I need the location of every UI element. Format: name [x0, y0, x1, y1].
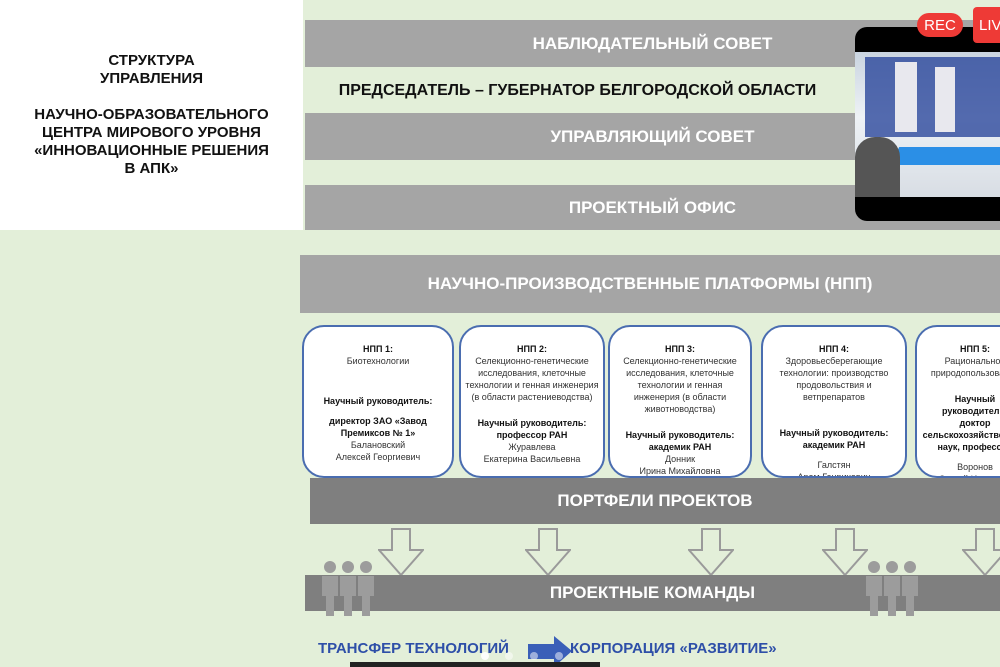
chairman-text: ПРЕДСЕДАТЕЛЬ – ГУБЕРНАТОР БЕЛГОРОДСКОЙ О… [338, 81, 817, 99]
arrow-down-icon [822, 528, 868, 576]
arrow-down-icon [688, 528, 734, 576]
platforms-bar: НАУЧНО-ПРОИЗВОДСТВЕННЫЕ ПЛАТФОРМЫ (НПП) [300, 255, 1000, 313]
card-title: НПП 3: [665, 344, 695, 354]
card-role-label: Научный руководитель: [477, 418, 587, 428]
arrow-down-icon [525, 528, 571, 576]
title-line: «ИННОВАЦИОННЫЕ РЕШЕНИЯ [34, 142, 269, 159]
portfolios-bar: ПОРТФЕЛИ ПРОЕКТОВ [310, 478, 1000, 524]
carousel-dot[interactable] [481, 652, 489, 660]
rec-badge: REC [917, 13, 963, 37]
carousel-dot[interactable] [555, 652, 563, 660]
card-role-label: Научный руководитель: [942, 394, 1000, 416]
card-role: доктор сельскохозяйственных наук, профес… [922, 418, 1000, 452]
card-role-label: Научный руководитель: [779, 428, 889, 438]
people-icon [866, 561, 918, 616]
card-surname: Галстян [817, 460, 851, 470]
people-icon [322, 561, 374, 616]
card-name: Арам Генрихович [797, 472, 871, 478]
card-topic: Селекционно-генетические исследования, к… [465, 356, 599, 402]
video-overlay[interactable] [855, 27, 1000, 221]
title-line: УПРАВЛЕНИЯ [99, 70, 203, 87]
transfer-label: ТРАНСФЕР ТЕХНОЛОГИЙ [318, 640, 509, 657]
card-surname: Балановский [350, 440, 406, 450]
card-topic: Здоровьесберегающие технологии: производ… [779, 356, 889, 402]
card-role: директор ЗАО «Завод Премиксов № 1» [329, 416, 427, 438]
platform-card: НПП 3: Селекционно-генетические исследов… [608, 325, 752, 478]
card-role: профессор РАН [496, 430, 568, 440]
card-name: Екатерина Васильевна [483, 454, 581, 464]
card-name: Алексей Георгиевич [335, 452, 421, 462]
corporation-label: КОРПОРАЦИЯ «РАЗВИТИЕ» [570, 640, 777, 657]
card-role-label: Научный руководитель: [323, 396, 433, 406]
arrow-down-icon [378, 528, 424, 576]
slide-title: СТРУКТУРА УПРАВЛЕНИЯ НАУЧНО-ОБРАЗОВАТЕЛЬ… [0, 0, 303, 230]
card-name: Ирина Михайловна [639, 466, 721, 476]
video-frame [855, 52, 1000, 197]
card-surname: Донник [664, 454, 696, 464]
card-topic: Селекционно-генетические исследования, к… [623, 356, 737, 414]
carousel-dot[interactable] [505, 652, 513, 660]
card-role-label: Научный руководитель: [625, 430, 735, 440]
platform-card: НПП 5: Рациональное природопользование Н… [915, 325, 1000, 478]
carousel-dot[interactable] [530, 652, 538, 660]
title-line: ЦЕНТРА МИРОВОГО УРОВНЯ [42, 124, 261, 141]
platform-card: НПП 2: Селекционно-генетические исследов… [459, 325, 605, 478]
title-line: В АПК» [124, 160, 179, 177]
card-role: академик РАН [648, 442, 712, 452]
card-title: НПП 2: [517, 344, 547, 354]
card-surname: Журавлева [508, 442, 556, 452]
card-name: Сергей Иванович [921, 473, 1000, 476]
card-title: НПП 4: [819, 344, 849, 354]
card-topic: Рациональное природопользование [930, 356, 1000, 378]
arrow-down-icon [962, 528, 1000, 576]
title-line: НАУЧНО-ОБРАЗОВАТЕЛЬНОГО [34, 106, 269, 123]
title-line: СТРУКТУРА [108, 52, 195, 69]
card-title: НПП 1: [363, 344, 393, 354]
card-surname: Воронов [957, 462, 993, 472]
card-topic: Биотехнологии [346, 356, 410, 366]
platform-card: НПП 1: Биотехнологии Научный руководител… [302, 325, 454, 478]
player-bar [350, 662, 600, 667]
platform-card: НПП 4: Здоровьесберегающие технологии: п… [761, 325, 907, 478]
card-title: НПП 5: [960, 344, 990, 354]
live-badge: LIVE [973, 7, 1000, 43]
card-role: академик РАН [802, 440, 866, 450]
